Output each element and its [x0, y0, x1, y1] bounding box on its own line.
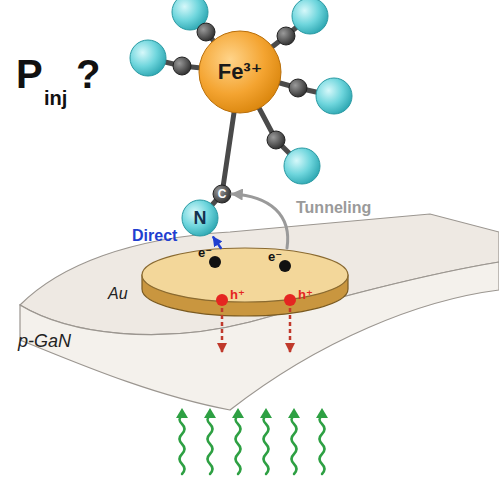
- gold-nanodisk: Au: [140, 248, 350, 318]
- hole-label: h⁺: [298, 288, 313, 301]
- p-gan-substrate: p-GaN Au: [0, 200, 499, 430]
- question-mark: ?: [76, 54, 100, 94]
- iron-ion: Fe³⁺: [198, 30, 282, 114]
- edge-label: Tunneling: [296, 200, 371, 216]
- electron-label: e⁻: [268, 250, 282, 263]
- hole-label: h⁺: [230, 288, 245, 301]
- bond-sticks: [148, 12, 334, 218]
- carbon-atom-label: C: [212, 184, 232, 204]
- light-wave: [232, 408, 244, 474]
- electron-label: e⁻: [198, 246, 212, 259]
- quantity-subscript: inj: [44, 88, 67, 108]
- p-gan-substrate-face: [20, 214, 499, 335]
- light-wave: [316, 408, 328, 474]
- edge-label: Direct: [132, 228, 177, 244]
- carbon-atom: C: [212, 184, 232, 204]
- cyanide-atoms: [130, 0, 352, 184]
- gold-nanodisk-label: Au: [108, 286, 128, 302]
- gold-nanodisk-outline: [140, 248, 350, 318]
- light-wave: [288, 408, 300, 474]
- carbon-atom-shape: [213, 185, 231, 203]
- light-wave: [204, 408, 216, 474]
- iron-ion-label: Fe³⁺: [198, 30, 282, 114]
- nitrogen-atom-shape: [182, 200, 218, 236]
- light-wave: [260, 408, 272, 474]
- iron-ion-shape: [199, 31, 281, 113]
- gold-nanodisk-face: [142, 248, 348, 302]
- light-wave: [176, 408, 188, 474]
- nitrogen-atom: N: [181, 199, 219, 237]
- quantity-symbol: P: [16, 54, 43, 94]
- nitrogen-atom-label: N: [181, 199, 219, 237]
- p-gan-substrate-label: p-GaN: [18, 332, 71, 350]
- light-waves: [176, 408, 328, 474]
